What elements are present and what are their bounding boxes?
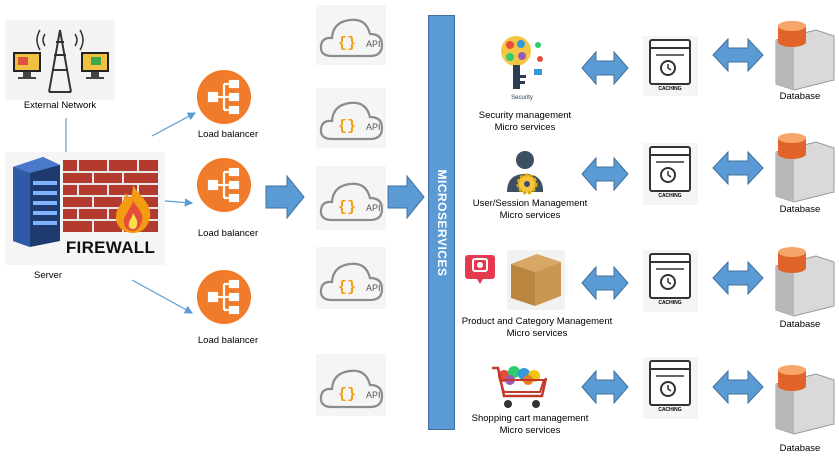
svg-text:{}: {} [338,279,356,296]
service-4-label-line2: Micro services [499,425,561,436]
api-label-3: API [366,203,381,213]
server-label: Server [34,270,62,281]
server-tower-icon [13,157,60,247]
service-1-label-line1: Security management [478,110,572,121]
cache1-db-arrow [712,37,764,73]
firewall-text: FIREWALL [65,238,156,257]
service2-cache-arrow [581,156,629,192]
api-label-1: API [366,39,381,49]
database-3-label: Database [779,319,821,330]
external-network-icon [5,20,115,100]
fire-icon [116,185,151,233]
server-to-lb3-line [131,279,194,314]
svg-text:{}: {} [338,118,356,135]
svg-text:{}: {} [338,35,356,52]
svg-text:{}: {} [338,386,356,403]
cache-1-label: CACHING [658,86,682,92]
load-balancer-1-label: Load balancer [197,129,259,140]
security-key-icon: Security [501,36,543,101]
cache-4-label: CACHING [658,407,682,413]
cache2-db-arrow [712,150,764,186]
service-2-label-line2: Micro services [499,210,561,221]
api-to-bus-arrow [387,174,425,220]
cache-3-label: CACHING [658,300,682,306]
cache4-db-arrow [712,369,764,405]
database-2-label: Database [779,204,821,215]
server-to-lb1-line [151,112,197,137]
api-label-2: API [366,122,381,132]
api-label-4: API [366,283,381,293]
svg-text:{}: {} [338,199,356,216]
cache-2-label: CACHING [658,193,682,199]
external-network-label: External Network [23,100,97,111]
service1-cache-arrow [581,50,629,86]
microservices-bus: MICROSERVICES [428,15,455,430]
service-3-label-line1: Product and Category Management [461,316,613,327]
load-balancer-2-label: Load balancer [197,228,259,239]
service-2-label-line1: User/Session Management [472,198,588,209]
service-3-label-line2: Micro services [506,328,568,339]
service-1-label-line2: Micro services [494,122,556,133]
service-4-label-line1: Shopping cart management [471,413,589,424]
api-label-5: API [366,390,381,400]
load-balancer-3-label: Load balancer [197,335,259,346]
user-gear-icon [507,151,543,195]
security-icon-text: Security [511,95,533,101]
product-box-icon [465,250,565,310]
cache3-db-arrow [712,260,764,296]
service3-cache-arrow [581,265,629,301]
database-1-label: Database [779,91,821,102]
database-4-label: Database [779,443,821,454]
shopping-cart-icon [492,366,548,408]
service4-cache-arrow [581,369,629,405]
lb-to-api-arrow [265,174,305,220]
